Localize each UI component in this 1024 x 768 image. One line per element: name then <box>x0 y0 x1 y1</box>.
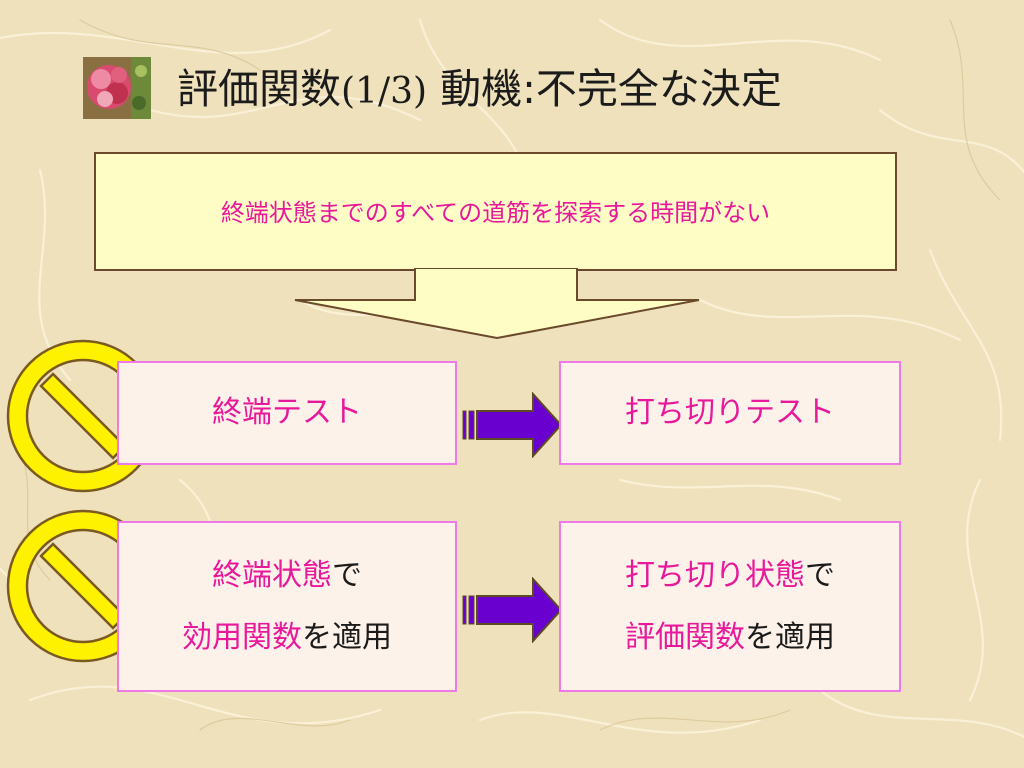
terminal-state-utility-box: 終端状態で 効用関数を適用 <box>117 521 457 692</box>
evaluation-function-line: 評価関数を適用 <box>561 607 899 669</box>
terminal-test-label: 終端テスト <box>212 395 362 430</box>
terminal-state-line: 終端状態で <box>119 545 455 607</box>
terminal-state-highlight: 終端状態 <box>212 558 332 593</box>
right-arrow-icon <box>462 577 563 643</box>
cutoff-test-label: 打ち切りテスト <box>625 395 835 430</box>
cutoff-state-highlight: 打ち切り状態 <box>625 558 805 593</box>
down-arrow-icon <box>294 268 700 340</box>
utility-function-suffix: を適用 <box>302 620 392 655</box>
right-arrow-icon <box>462 392 563 458</box>
terminal-test-box: 終端テスト <box>117 361 457 465</box>
terminal-state-suffix: で <box>332 558 362 593</box>
cutoff-state-line: 打ち切り状態で <box>561 545 899 607</box>
slide-title: 評価関数(1/3) 動機:不完全な決定 <box>177 58 977 120</box>
cutoff-state-suffix: で <box>805 558 835 593</box>
cutoff-test-box: 打ち切りテスト <box>559 361 901 465</box>
title-fraction: (1/3) <box>341 71 428 112</box>
utility-function-highlight: 効用関数 <box>182 620 302 655</box>
callout-text: 終端状態までのすべての道筋を探索する時間がない <box>220 199 771 227</box>
flower-thumbnail-icon <box>83 57 151 119</box>
title-rest: 動機:不完全な決定 <box>427 65 782 113</box>
utility-function-line: 効用関数を適用 <box>119 607 455 669</box>
cutoff-state-evaluation-box: 打ち切り状態で 評価関数を適用 <box>559 521 901 692</box>
evaluation-function-suffix: を適用 <box>745 620 835 655</box>
evaluation-function-highlight: 評価関数 <box>625 620 745 655</box>
callout-box: 終端状態までのすべての道筋を探索する時間がない <box>94 152 897 271</box>
title-main: 評価関数 <box>177 65 341 113</box>
